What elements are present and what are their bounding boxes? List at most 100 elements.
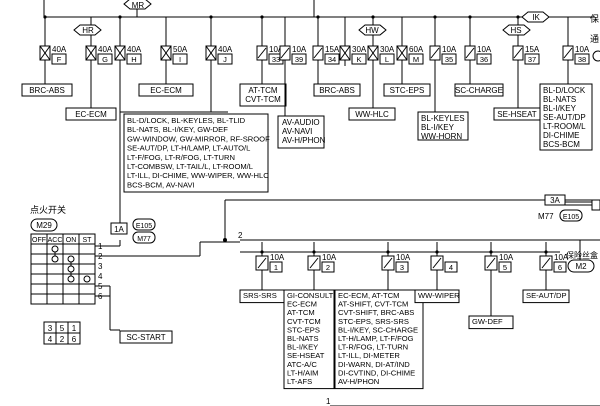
top-fuse-code: 39 [295,55,303,64]
svg-text:6: 6 [72,335,77,344]
svg-text:ON: ON [66,237,77,244]
m29-connector: M29 [36,221,52,230]
dest-se-hseat: SE-HSEAT [497,110,537,119]
top-fuse-code: F [57,55,62,64]
dest-ec-ecm-1: EC-ECM [75,110,107,119]
bottom-fuse-code: 1 [274,263,278,272]
e105-right: E105 [563,214,579,221]
svg-text:ACC: ACC [48,237,63,244]
top-fuse-amp: 40A [127,45,142,54]
ignition-switch: 点火开关 M29 OFF ACC ON ST 1 2 3 4 5 6 [30,204,240,345]
top-fuse-amp: 30A [380,45,395,54]
svg-text:MR: MR [132,1,145,10]
right-connection: 3A M77 E105 保险丝盒 M2 [224,194,600,273]
top-fuse-code: 33 [272,55,280,64]
top-fuse-code: 37 [528,55,536,64]
top-fuse-code: M [413,55,419,64]
bottom-fuse-code: 4 [449,263,453,272]
svg-text:4: 4 [48,335,53,344]
top-fuse-code: L [385,55,389,64]
connector-1a: 1A [114,225,124,234]
dest-ec-ecm-2: EC-ECM [150,86,182,95]
bottom-fuse-amp: 10A [396,253,411,262]
top-fuse-amp: 10A [442,45,457,54]
svg-text:2: 2 [60,335,65,344]
top-fuse-row: 40AF40AG40AH50AI40AJ10A3310A3915A3430AK3… [39,15,590,66]
bottom-fuse-code: 3 [400,263,404,272]
bottom-fuse-code: 5 [503,263,507,272]
edge-fragment-2: 通 [590,34,599,44]
top-fuse-code: 35 [445,55,453,64]
top-fuse-amp: 50A [173,45,188,54]
top-fuse-amp: 60A [409,45,424,54]
svg-text:4: 4 [98,272,103,281]
svg-text:ST: ST [83,237,93,244]
svg-text:HW: HW [365,26,379,35]
top-fuse-amp: 40A [218,45,233,54]
dest-sc-start: SC-START [126,333,165,342]
dest-stc-eps: STC-EPS [390,86,425,95]
svg-text:3: 3 [98,262,103,271]
bottom-fuse-amp: 10A [322,253,337,262]
top-fuse-amp: 30A [352,45,367,54]
pinout-legend: 3 5 1 4 2 6 [43,321,81,345]
circle-label-ik: IK [521,11,550,23]
top-fuse-amp: 15A [325,45,340,54]
edge-circle [592,50,600,62]
svg-text:IK: IK [532,13,540,22]
top-fuse-amp: 40A [52,45,67,54]
top-fuse-amp: 10A [575,45,590,54]
bottom-fuse-amp: 10A [554,253,569,262]
bottom-fuse-code: 6 [558,263,562,272]
top-fuse-amp: 40A [98,45,113,54]
circle-label-mr: MR [123,0,152,10]
edge-fragment-1: 保 [590,13,599,24]
dest-brc-abs-1: BRC-ABS [29,86,65,95]
svg-text:3: 3 [48,324,53,333]
top-fuse-code: 34 [328,55,336,64]
svg-text:HR: HR [82,26,94,35]
circle-label-hw: HW [358,24,387,36]
bottom-fuse-amp: 10A [499,253,514,262]
circle-label-hr: HR [73,24,102,36]
top-fuse-code: H [131,55,136,64]
bottom-fuse-dest: SE-AUT/DP [526,291,567,300]
e105-left: E105 [136,223,152,230]
top-fuse-code: K [356,55,361,64]
svg-text:5: 5 [60,324,65,333]
svg-text:HS: HS [510,26,521,35]
top-fuse-code: G [102,55,108,64]
top-fuse-code: 38 [578,55,586,64]
connector-3a: 3A [550,196,560,205]
dest-sc-charge: SC-CHARGE [455,86,503,95]
svg-text:OFF: OFF [32,237,46,244]
